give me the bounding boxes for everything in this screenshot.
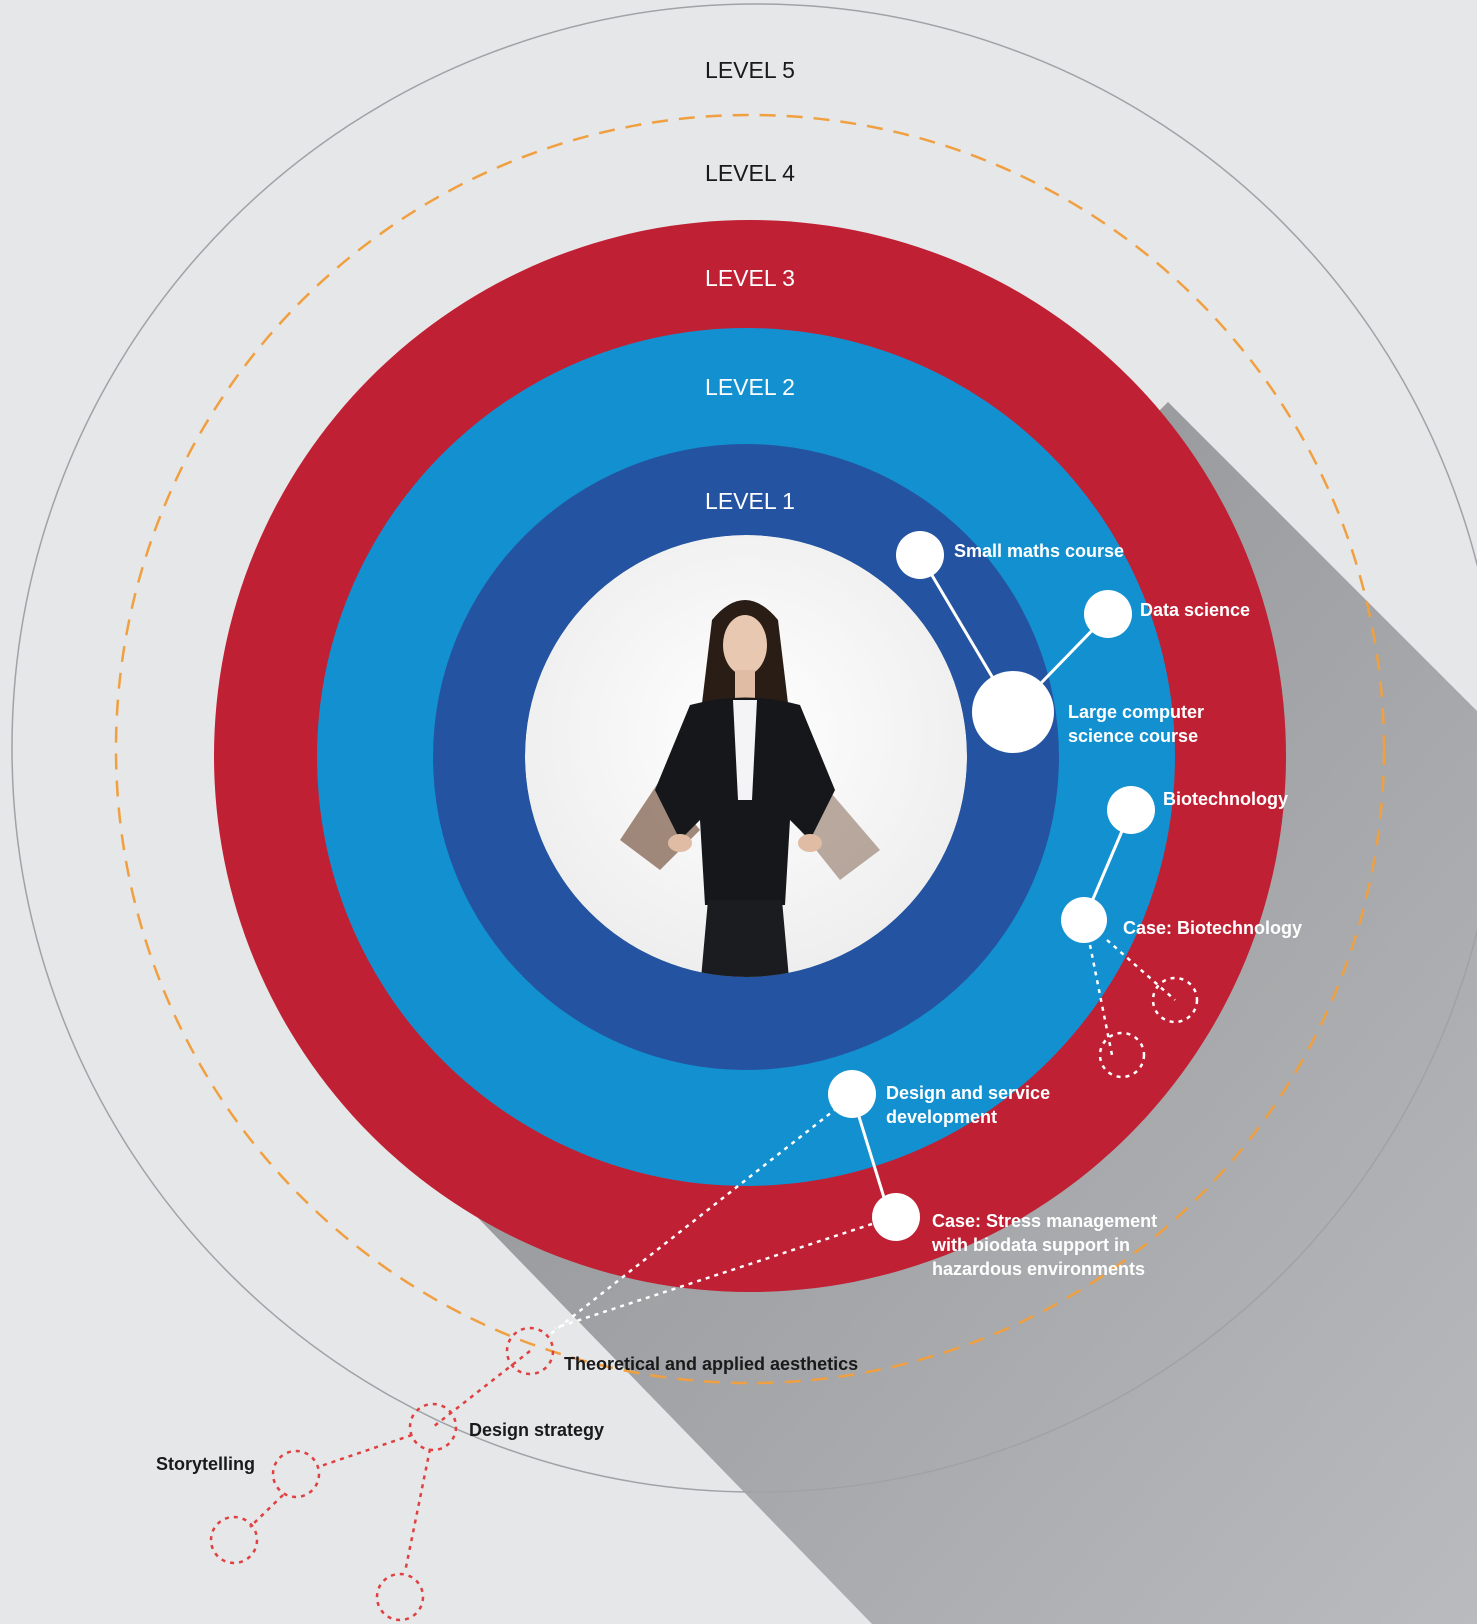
design-service-node xyxy=(828,1070,876,1118)
storytelling-node xyxy=(271,1449,321,1499)
case-stress-node xyxy=(872,1193,920,1241)
case-stress-label-2: with biodata support in xyxy=(931,1235,1130,1255)
design-strategy-node xyxy=(408,1402,458,1452)
case-stress-label-3: hazardous environments xyxy=(932,1259,1145,1279)
level-5-ring xyxy=(11,3,1477,1493)
small-maths-label: Small maths course xyxy=(954,541,1124,561)
small-maths-node xyxy=(896,531,944,579)
storytelling-label: Storytelling xyxy=(156,1454,255,1474)
red-link-strategy-down xyxy=(403,1448,432,1573)
red-link-strategy-to-storytelling xyxy=(317,1433,413,1469)
large-cs-label-1: Large computer xyxy=(1068,702,1204,722)
storytelling-child-node xyxy=(209,1515,259,1565)
level-1-label: LEVEL 1 xyxy=(705,488,795,514)
design-strategy-label: Design strategy xyxy=(469,1420,604,1440)
level-2-label: LEVEL 2 xyxy=(705,374,795,400)
dotted-link-case-biotech-b xyxy=(1088,944,1114,1056)
biotech-node xyxy=(1107,786,1155,834)
red-link-aesthetics-to-strategy xyxy=(432,1350,531,1428)
level-4-ring xyxy=(114,113,1386,1385)
dotted-link-case-biotech-a xyxy=(1106,939,1176,1001)
future-node-2 xyxy=(1098,1031,1146,1079)
future-node-1 xyxy=(1151,976,1199,1024)
large-cs-node xyxy=(972,671,1054,753)
design-service-label-1: Design and service xyxy=(886,1083,1050,1103)
large-cs-label-2: science course xyxy=(1068,726,1198,746)
dotted-link-design-to-aesthetics xyxy=(547,1107,838,1337)
data-science-node xyxy=(1084,590,1132,638)
dotted-link-stress-to-aesthetics xyxy=(554,1222,873,1330)
center-photo xyxy=(525,535,967,977)
biotech-label: Biotechnology xyxy=(1163,789,1288,809)
level-4-label: LEVEL 4 xyxy=(705,160,795,186)
case-biotech-node xyxy=(1061,897,1107,943)
case-stress-label-1: Case: Stress management xyxy=(932,1211,1157,1231)
red-link-storytelling-down xyxy=(249,1494,284,1528)
case-biotech-label: Case: Biotechnology xyxy=(1123,918,1302,938)
aesthetics-node xyxy=(505,1326,555,1376)
level-3-label: LEVEL 3 xyxy=(705,265,795,291)
aesthetics-label: Theoretical and applied aesthetics xyxy=(564,1354,858,1374)
design-strategy-child-node xyxy=(375,1572,425,1622)
design-service-label-2: development xyxy=(886,1107,997,1127)
level-5-label: LEVEL 5 xyxy=(705,57,795,83)
data-science-label: Data science xyxy=(1140,600,1250,620)
